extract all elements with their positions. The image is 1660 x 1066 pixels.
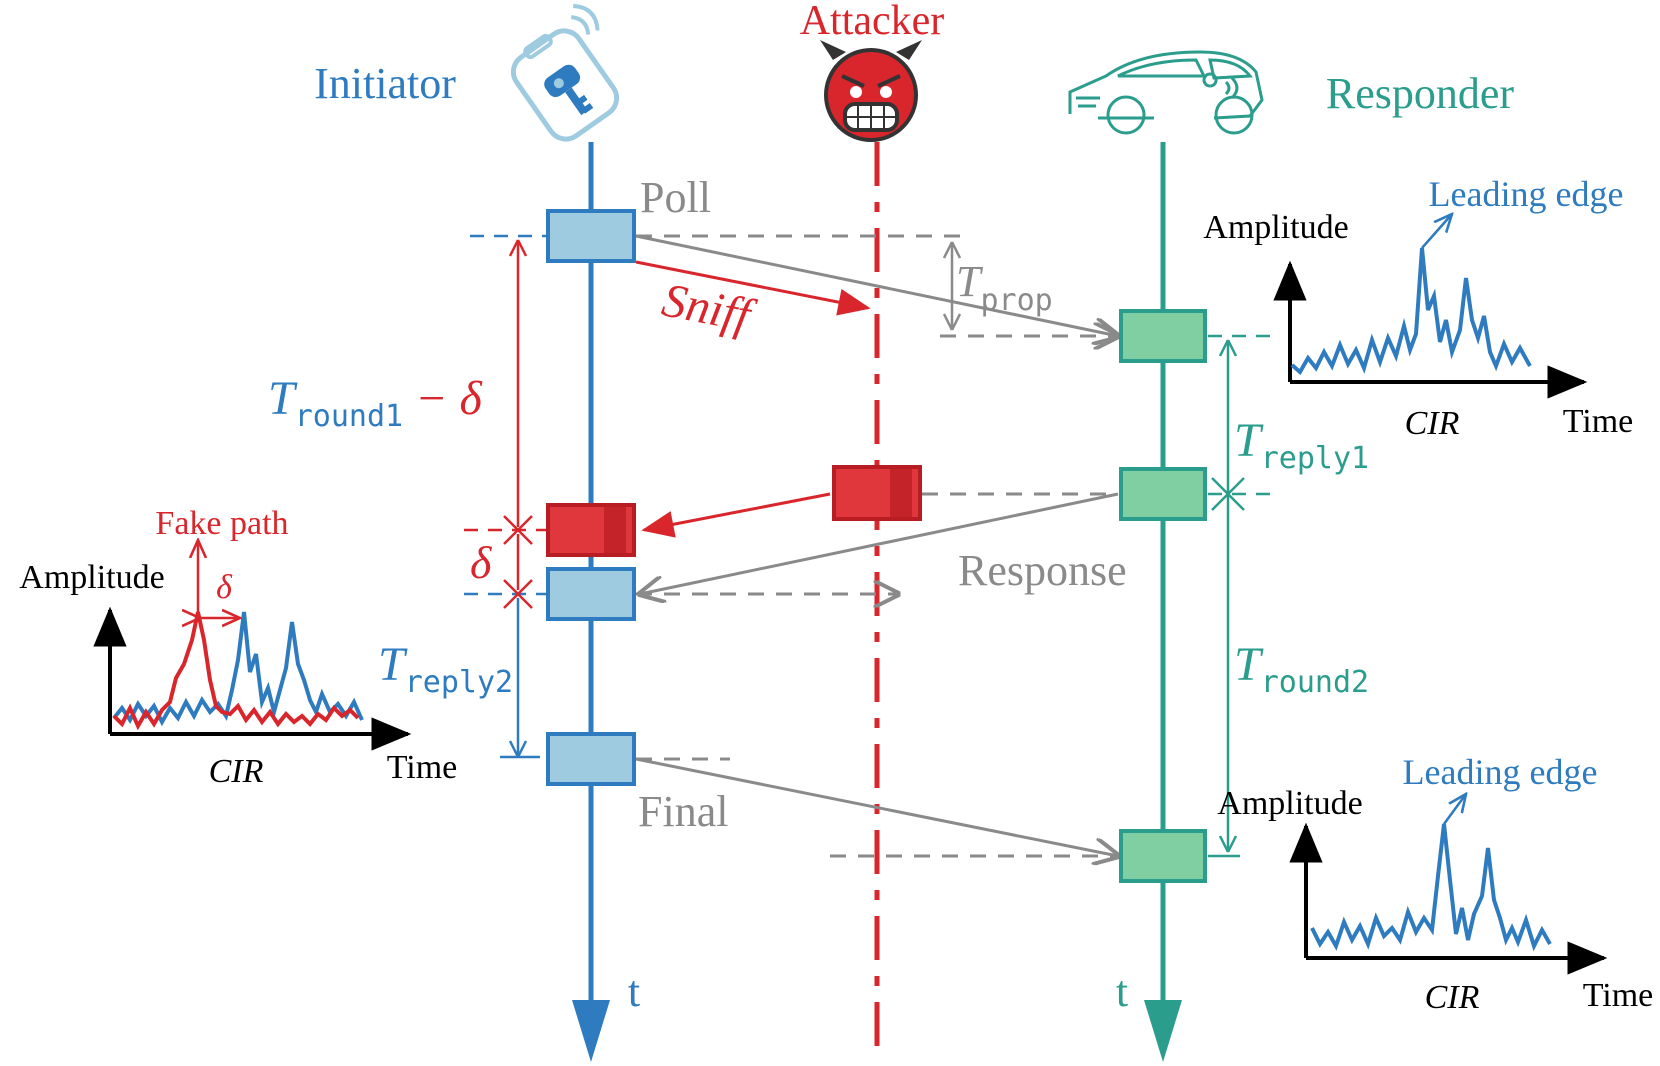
- devil-face-icon: [820, 40, 922, 142]
- colored-guides: [464, 234, 1270, 596]
- delta-gap-label: δ: [470, 537, 492, 588]
- cir-responder-bottom-xlabel: Time: [1583, 977, 1654, 1014]
- poll-label: Poll: [640, 173, 711, 222]
- t-reply1-label: Treply1: [1234, 414, 1369, 476]
- attacker-reply-arrow: [641, 492, 831, 538]
- t-prop-dimension: [942, 241, 962, 331]
- cir-responder-bottom-caption: CIR: [1425, 979, 1480, 1016]
- cir-initiator-xlabel: Time: [387, 749, 458, 786]
- cir-initiator-ylabel: Amplitude: [19, 559, 164, 596]
- cir-plot-responder-bottom: Amplitude Time CIR Leading edge: [1217, 752, 1653, 1016]
- dashed-guides: [636, 234, 1118, 858]
- cir-curve-initiator-genuine: [112, 611, 364, 727]
- sniff-arrow: [635, 260, 871, 316]
- responder-final-box: [1119, 829, 1207, 883]
- fake-path-label: Fake path: [155, 505, 288, 542]
- responder-response-box: [1119, 467, 1207, 521]
- initiator-time-label: t: [628, 967, 640, 1016]
- cir-responder-top-ylabel: Amplitude: [1203, 209, 1348, 246]
- responder-poll-box: [1119, 309, 1207, 363]
- initiator-label: Initiator: [314, 59, 456, 108]
- poll-arrow: [635, 234, 1118, 336]
- responder-time-label: t: [1116, 967, 1128, 1016]
- cir-responder-top-xlabel: Time: [1563, 403, 1634, 440]
- initiator-final-box: [546, 732, 636, 786]
- t-reply1-round2-dimension: [1208, 339, 1245, 858]
- attacker-label: Attacker: [800, 0, 945, 44]
- t-reply2-dimension: [500, 598, 540, 759]
- t-reply2-label: Treply2: [378, 638, 513, 700]
- t-round2-label: Tround2: [1234, 638, 1369, 700]
- initiator-poll-box: [546, 209, 636, 263]
- cir-curve-initiator-fake: [112, 611, 360, 731]
- cir-responder-top-caption: CIR: [1405, 405, 1460, 442]
- responder-label: Responder: [1326, 69, 1515, 118]
- final-label: Final: [638, 787, 728, 836]
- cir-plot-initiator: Fake path δ Amplitude Time CIR: [19, 505, 457, 790]
- cir-responder-bottom-ylabel: Amplitude: [1217, 785, 1362, 822]
- response-label: Response: [958, 546, 1127, 595]
- cir-plot-responder-top: Amplitude Time CIR Leading edge: [1203, 174, 1633, 442]
- car-icon: [1068, 50, 1264, 135]
- initiator-response-box: [546, 567, 636, 621]
- cir-initiator-caption: CIR: [209, 753, 264, 790]
- leading-edge-label-top: Leading edge: [1429, 174, 1624, 214]
- leading-edge-label-bottom: Leading edge: [1403, 752, 1598, 792]
- response-arrow: [640, 492, 1119, 594]
- cir-curve-responder-top: [1290, 247, 1532, 376]
- t-round1-dimension: [503, 239, 533, 609]
- key-fob-icon: [510, 4, 620, 142]
- responder-time-arrow: [1144, 1000, 1182, 1062]
- cir-initiator-delta-label: δ: [216, 569, 233, 606]
- cir-curve-responder-bottom: [1310, 823, 1552, 952]
- final-arrow: [635, 757, 1118, 856]
- t-round1-label: Tround1 − δ: [268, 372, 482, 434]
- t-prop-label: Tprop: [956, 257, 1053, 318]
- attacker-replay-box-shade: [890, 469, 912, 517]
- attacker-fake-box-shade: [604, 507, 626, 553]
- initiator-time-arrow: [572, 1000, 610, 1062]
